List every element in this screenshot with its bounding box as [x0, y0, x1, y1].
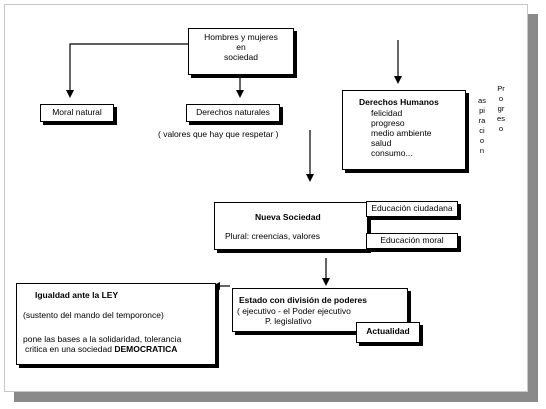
node-derechos-naturales: Derechos naturales — [186, 104, 280, 122]
arrowhead-dh-to-ns — [306, 174, 314, 182]
educacion-ciudadana-label: Educación ciudadana — [371, 203, 453, 213]
derechos-humanos-title: Derechos Humanos — [359, 97, 439, 107]
nueva-sociedad-title: Nueva Sociedad — [255, 212, 321, 222]
node-educacion-moral: Educación moral — [366, 233, 458, 249]
nueva-sociedad-subtitle: Plural: creencias, valores — [225, 231, 320, 241]
igualdad-line4-prefix: critica en una sociedad — [25, 344, 112, 354]
igualdad-line4: critica en una sociedad DEMOCRATICA — [25, 344, 177, 354]
estado-line3: P. legislativo — [265, 316, 312, 326]
igualdad-line2: (sustento del mando del temporonce) — [23, 310, 164, 320]
node-hombres-mujeres: Hombres y mujeres en sociedad — [188, 28, 294, 75]
educacion-moral-label: Educación moral — [380, 235, 444, 245]
node-hombres-mujeres-line2: en — [236, 42, 246, 52]
arrowhead-middle — [236, 90, 244, 98]
node-derechos-naturales-label: Derechos naturales — [196, 107, 270, 117]
node-educacion-ciudadana: Educación ciudadana — [366, 201, 458, 217]
node-moral-natural-label: Moral natural — [52, 107, 102, 117]
estado-line2: ( ejecutivo - el Poder ejecutivo — [237, 306, 351, 316]
connector-top-left — [69, 43, 188, 92]
arrowhead-ns-to-estado — [322, 278, 330, 286]
arrowhead-estado-to-igualdad — [212, 282, 220, 290]
node-hombres-mujeres-line1: Hombres y mujeres — [204, 32, 278, 42]
derechos-humanos-item-3: medio ambiente — [371, 128, 432, 138]
arrowhead-right — [394, 76, 402, 84]
estado-title: Estado con división de poderes — [239, 295, 367, 305]
node-igualdad: Igualdad ante la LEY (sustento del mando… — [16, 283, 216, 365]
actualidad-label: Actualidad — [366, 326, 410, 336]
igualdad-line4-bold: DEMOCRATICA — [114, 344, 178, 354]
derechos-humanos-item-2: progreso — [371, 118, 405, 128]
node-nueva-sociedad: Nueva Sociedad Plural: creencias, valore… — [214, 202, 368, 250]
derechos-humanos-item-1: felicidad — [371, 108, 403, 118]
arrowhead-left — [66, 90, 74, 98]
igualdad-title: Igualdad ante la LEY — [35, 290, 119, 300]
node-actualidad: Actualidad — [356, 322, 420, 343]
node-derechos-humanos: Derechos Humanos felicidad progreso medi… — [342, 90, 466, 170]
derechos-humanos-item-5: consumo... — [371, 148, 413, 158]
igualdad-line3: pone las bases a la solidaridad, toleran… — [23, 334, 182, 344]
valores-note: ( valores que hay que respetar ) — [158, 129, 279, 139]
derechos-humanos-item-4: salud — [371, 138, 392, 148]
node-hombres-mujeres-line3: sociedad — [223, 52, 259, 62]
vertical-text-aspiracion: aspiracion — [478, 96, 486, 155]
node-moral-natural: Moral natural — [40, 104, 114, 122]
vertical-text-progreso: Progreso — [497, 84, 505, 133]
